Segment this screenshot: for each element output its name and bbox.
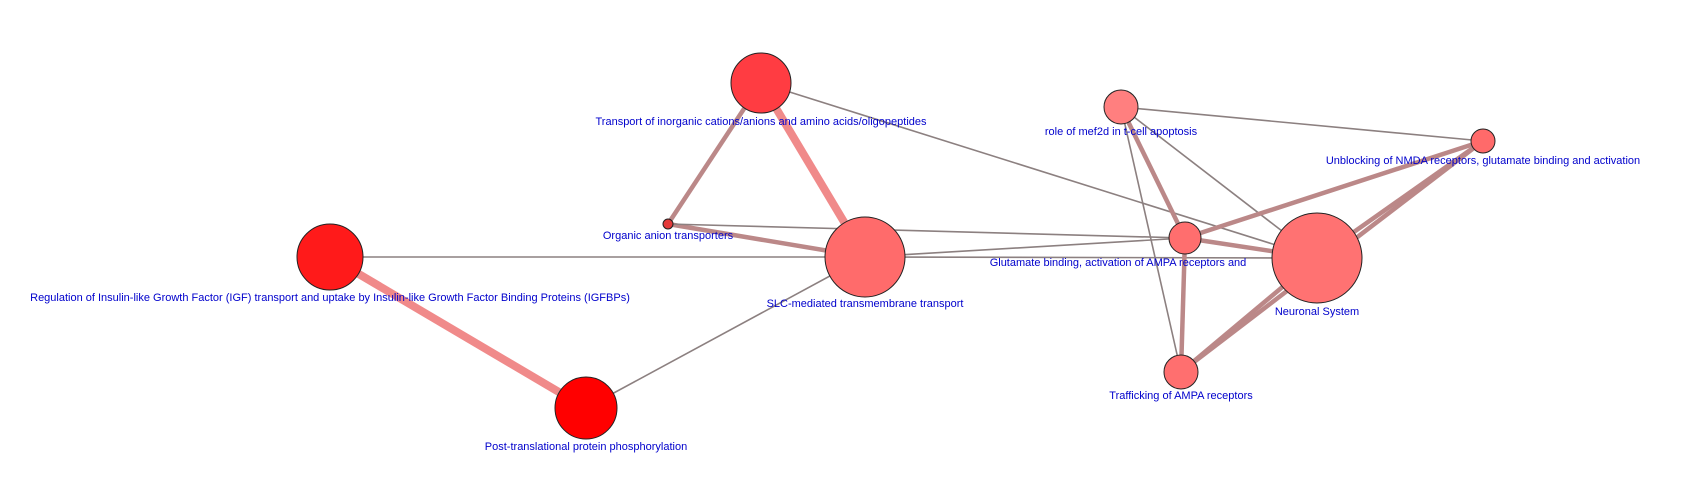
edge-ptpp-slc bbox=[585, 256, 866, 409]
node-organic_anion[interactable] bbox=[662, 218, 674, 230]
node-label-slc: SLC-mediated transmembrane transport bbox=[767, 298, 964, 310]
node-slc[interactable] bbox=[824, 216, 906, 298]
node-neuronal[interactable] bbox=[1271, 212, 1363, 304]
node-label-mef2d: role of mef2d in t-cell apoptosis bbox=[1045, 126, 1198, 138]
node-label-glutamate: Glutamate binding, activation of AMPA re… bbox=[990, 257, 1247, 269]
node-label-ptpp: Post-translational protein phosphorylati… bbox=[485, 441, 687, 453]
node-label-transport_inorganic: Transport of inorganic cations/anions an… bbox=[595, 116, 927, 128]
node-nmda[interactable] bbox=[1470, 128, 1496, 154]
edge-slc-glutamate bbox=[864, 237, 1186, 258]
edge-mef2d-glutamate bbox=[1118, 106, 1188, 239]
edge-mef2d-nmda bbox=[1120, 106, 1484, 142]
edge-organic_anion-glutamate bbox=[667, 223, 1186, 239]
node-transport_inorganic[interactable] bbox=[730, 52, 792, 114]
node-glutamate[interactable] bbox=[1168, 221, 1202, 255]
edge-igf-ptpp bbox=[327, 253, 589, 412]
edge-transport_inorganic-neuronal bbox=[760, 82, 1318, 259]
node-trafficking[interactable] bbox=[1163, 354, 1199, 390]
node-label-nmda: Unblocking of NMDA receptors, glutamate … bbox=[1326, 155, 1640, 167]
edge-glutamate-trafficking bbox=[1178, 237, 1188, 373]
labels-layer: Transport of inorganic cations/anions an… bbox=[30, 116, 1640, 453]
node-label-organic_anion: Organic anion transporters bbox=[603, 230, 734, 242]
edge-slc-neuronal bbox=[864, 256, 1318, 259]
node-igf[interactable] bbox=[296, 223, 364, 291]
nodes-layer bbox=[296, 52, 1496, 440]
node-ptpp[interactable] bbox=[554, 376, 618, 440]
node-label-igf: Regulation of Insulin-like Growth Factor… bbox=[30, 292, 630, 304]
edge-nmda-glutamate bbox=[1184, 138, 1484, 241]
node-label-neuronal: Neuronal System bbox=[1275, 306, 1359, 318]
node-label-trafficking: Trafficking of AMPA receptors bbox=[1109, 390, 1253, 402]
edge-mef2d-trafficking bbox=[1120, 106, 1182, 373]
node-mef2d[interactable] bbox=[1103, 89, 1139, 125]
